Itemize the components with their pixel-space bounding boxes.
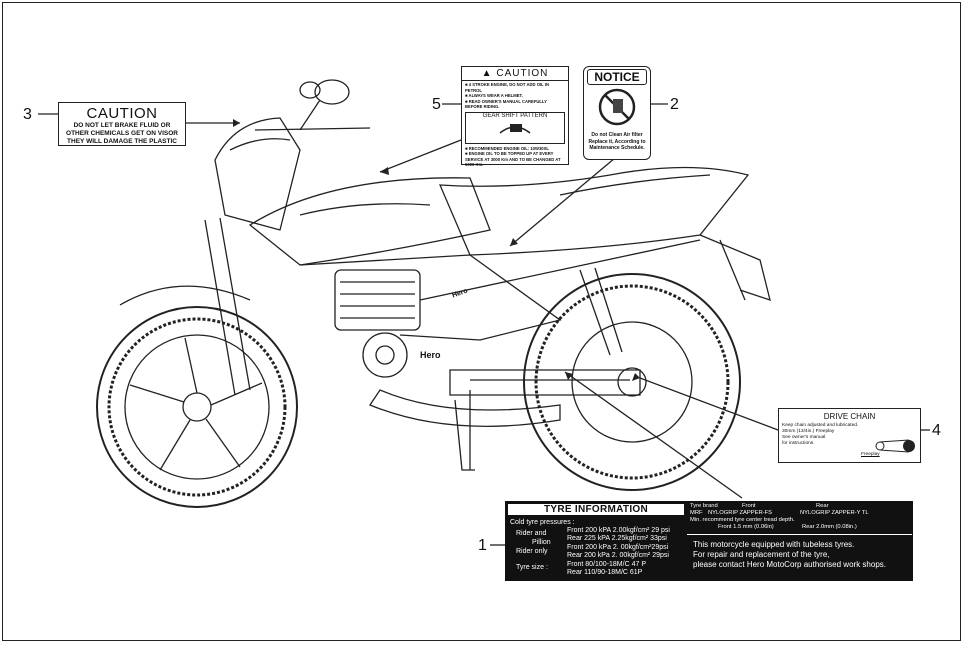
tyre-size-value: Front 80/100-18M/C 47 P: [567, 561, 646, 568]
callout-2: 2: [670, 96, 679, 113]
drive-chain-line: Keep chain adjusted and lubricated.: [782, 423, 859, 428]
warning-triangle-icon: ▲: [481, 68, 493, 79]
tubeless-message: please contact Hero MotoCorp authorised …: [693, 560, 886, 569]
front-tyre-model: NYLOGRIP ZAPPER-FS: [708, 510, 772, 516]
caution-title: CAUTION: [496, 68, 549, 79]
drive-chain-title: DRIVE CHAIN: [823, 412, 876, 421]
drive-chain-label: DRIVE CHAIN Keep chain adjusted and lubr…: [778, 408, 921, 463]
caution-line: THEY WILL DAMAGE THE PLASTIC: [67, 138, 177, 145]
caution-line: OTHER CHEMICALS GET ON VISOR: [66, 130, 178, 137]
notice-line: Do not Clean Air filter: [591, 132, 643, 138]
rider-and-label: Rider and: [516, 530, 547, 537]
caution-item: ■ 4 STROKE ENGINE, DO NOT ADD OIL IN PET…: [465, 82, 549, 93]
drive-chain-line: See owner's manual: [782, 435, 826, 440]
caution-item: ■ READ OWNER'S MANUAL CAREFULLY BEFORE R…: [465, 98, 547, 110]
tubeless-message: For repair and replacement of the tyre,: [693, 550, 830, 559]
caution-title: CAUTION: [86, 105, 158, 122]
tread-depth-note: Min. recommend tyre center tread depth.: [690, 517, 795, 523]
tyre-brand-label: Tyre brand Front Rear MRF NYLOGRIP ZAPPE…: [686, 501, 913, 581]
caution-item: ■ ALWAYS WEAR A HELMET.: [465, 93, 523, 98]
tyre-size-label: Tyre size :: [516, 564, 548, 571]
caution-header: ▲ CAUTION: [462, 67, 568, 81]
front-tread-depth: Front 1.5 mm (0.06in): [718, 523, 774, 530]
pressure-value: Rear 200 kPa 2. 00kgf/cm² 29psi: [567, 552, 669, 559]
rider-only-label: Rider only: [516, 548, 548, 555]
freeplay-label: Freeplay: [861, 452, 880, 457]
caution-footer-item: ■ RECOMMENDED ENGINE OIL: 10W30SL: [465, 145, 549, 151]
callout-3: 3: [23, 106, 32, 123]
engine-brand-logo: Hero: [420, 350, 441, 360]
pressure-value: Front 200 kPA 2.00kgf/cm² 29 psi: [567, 527, 670, 534]
notice-line: Maintenance Schedule.: [589, 145, 645, 151]
notice-air-filter-label: NOTICE Do not Clean Air filter Replace i…: [583, 66, 651, 160]
tyre-rear-header: Rear: [816, 503, 829, 509]
tyre-front-header: Front: [742, 503, 756, 509]
tyre-size-value: Rear 110/90-18M/C 61P: [567, 569, 643, 576]
caution-visor-label: CAUTION DO NOT LET BRAKE FLUID OR OTHER …: [58, 102, 186, 146]
gear-shift-pattern-box: GEAR SHIFT PATTERN: [465, 111, 565, 144]
caution-line: DO NOT LET BRAKE FLUID OR: [73, 122, 171, 129]
cold-tyre-pressures: Cold tyre pressures :: [510, 519, 575, 526]
callout-5: 5: [432, 96, 441, 113]
callout-1: 1: [478, 537, 487, 554]
caution-footer-item: ■ ENGINE OIL TO BE TOPPED UP AT EVERY SE…: [465, 151, 561, 167]
tubeless-message: This motorcycle equipped with tubeless t…: [693, 540, 855, 549]
drive-chain-line: for instructions.: [782, 441, 815, 446]
callout-4: 4: [932, 422, 941, 439]
pressure-value: Rear 225 kPA 2.25kgf/cm² 33psi: [567, 535, 667, 542]
gear-shift-diagram-icon: [499, 123, 531, 134]
pillion-label: Pillion: [532, 539, 551, 546]
tyre-brand-name: MRF: [690, 510, 703, 516]
drive-chain-line: 30mm (13/4in.) Freeplay: [782, 429, 835, 434]
rear-tyre-model: NYLOGRIP ZAPPER-Y TL: [800, 510, 869, 516]
caution-engine-label: ▲ CAUTION ■ 4 STROKE ENGINE, DO NOT ADD …: [461, 66, 569, 167]
tyre-information-label: TYRE INFORMATION Cold tyre pressures : R…: [505, 501, 687, 581]
chain-sprocket-icon: [875, 439, 915, 453]
rear-tread-depth: Rear 2.0mm (0.08in.): [802, 523, 857, 530]
tyre-information-title: TYRE INFORMATION: [508, 504, 684, 515]
notice-line: Replace it, According to: [588, 138, 646, 145]
tyre-brand-header: Tyre brand: [690, 503, 718, 509]
pressure-value: Front 200 kPa 2. 00kgf/cm²29psi: [567, 544, 669, 551]
gear-shift-title: GEAR SHIFT PATTERN: [482, 112, 548, 119]
no-air-filter-cleaning-icon: [598, 88, 636, 126]
notice-title: NOTICE: [587, 69, 647, 85]
